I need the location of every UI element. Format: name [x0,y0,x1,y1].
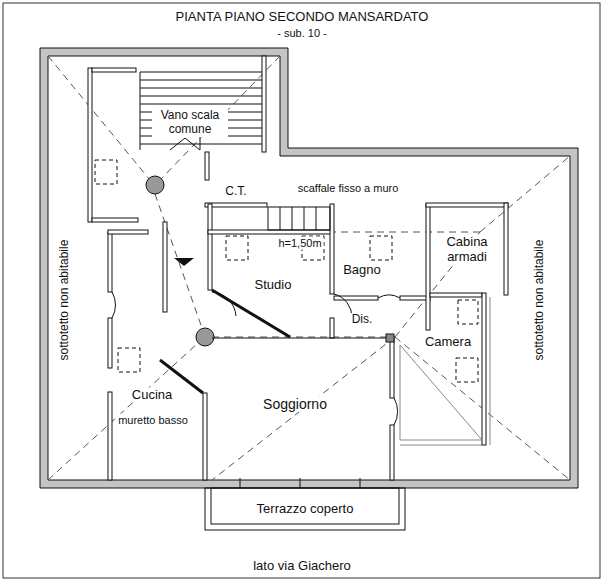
dimension: h=1,50m [276,237,323,250]
room-name: Camera [423,335,473,350]
room-name: Soggiorno [261,396,329,412]
note: muretto basso [116,414,190,427]
plan-title: PIANTA PIANO SECONDO MANSARDATO [174,10,431,25]
sheet-frame [3,3,600,578]
skylight [95,160,478,382]
column [196,328,214,346]
roof-hip-lines [48,56,570,480]
room-name: Dis. [350,313,375,327]
stair-steps [140,72,262,150]
outer-wall [40,48,578,488]
room-name: Terrazzo coperto [255,502,356,517]
fixed-shelf [268,207,330,230]
room-name: Vano scala comune [152,109,228,137]
room-name: Bagno [341,263,383,278]
opening-line [212,338,386,339]
column [146,176,164,194]
area-label: sottotetto non abitabile [58,238,72,363]
partition-walls [88,56,508,480]
note: scaffale fisso a muro [296,182,401,195]
room-name: Cucina [130,388,174,403]
wardrobe-outline [400,297,490,445]
room-name: Cabina armadi [434,235,500,265]
orientation-note: lato via Giachero [251,559,353,574]
sheet-subtitle: - sub. 10 - [275,27,329,40]
level-marker [174,258,194,266]
room-name: Studio [253,278,294,293]
room-name: C.T. [223,185,248,199]
diagonal-wall [212,290,290,337]
covered-terrace [205,478,405,530]
door-swing [112,292,400,425]
area-label: sottotetto non abitabile [533,238,547,363]
